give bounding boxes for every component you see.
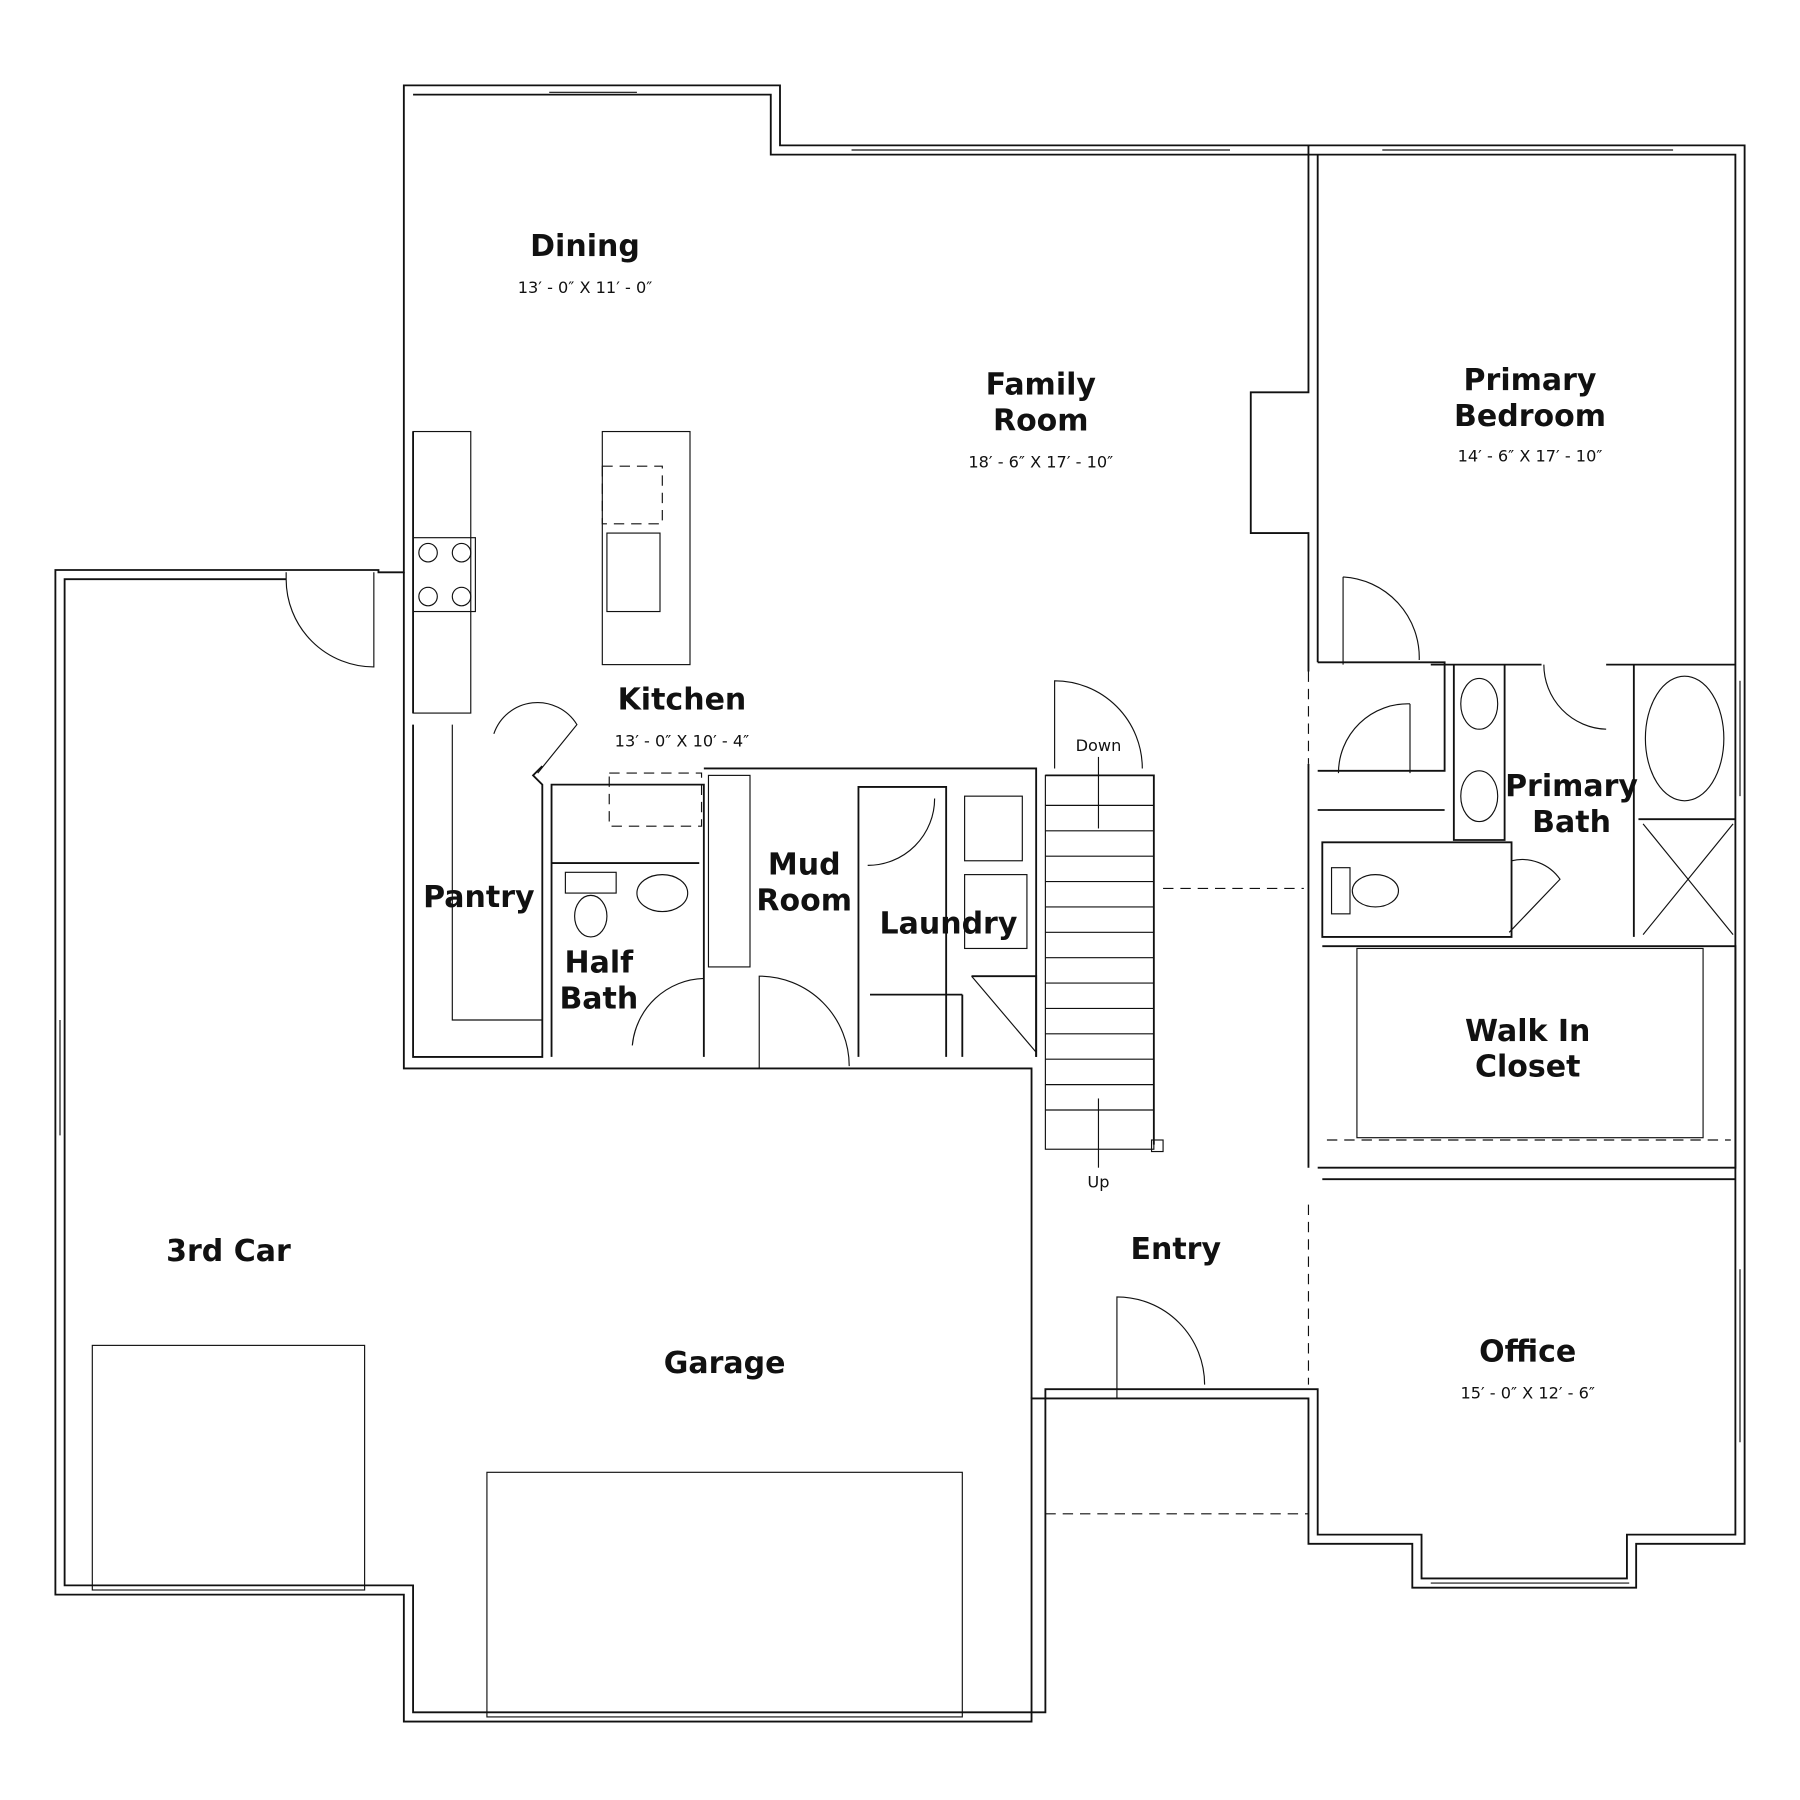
room-name-mud-room-1: Mud	[768, 848, 841, 883]
room-name-primary-bath-1: Primary	[1505, 769, 1638, 804]
room-name-garage: Garage	[664, 1346, 786, 1381]
room-name-walk-in-closet-2: Closet	[1475, 1050, 1580, 1085]
room-name-walk-in-closet-1: Walk In	[1465, 1014, 1590, 1049]
room-name-primary-bath-2: Bath	[1532, 805, 1611, 840]
room-name-family-1: Family	[986, 368, 1097, 403]
exterior-walls	[54, 84, 1746, 1723]
room-name-half-bath-2: Bath	[559, 981, 638, 1016]
room-name-primary-bedroom-2: Bedroom	[1454, 399, 1606, 434]
room-dims-primary-bedroom: 14′ - 6″ X 17′ - 10″	[1458, 447, 1603, 466]
stairs-up-label: Up	[1087, 1172, 1109, 1191]
room-name-kitchen: Kitchen	[618, 683, 747, 718]
room-name-entry: Entry	[1130, 1232, 1221, 1267]
room-name-half-bath-1: Half	[565, 946, 635, 981]
room-dims-kitchen: 13′ - 0″ X 10′ - 4″	[615, 732, 750, 751]
stairs-down-label: Down	[1076, 736, 1122, 755]
room-name-primary-bedroom-1: Primary	[1464, 363, 1597, 398]
room-name-family-2: Room	[993, 403, 1089, 438]
room-name-laundry: Laundry	[880, 906, 1018, 941]
room-name-dining: Dining	[530, 229, 640, 264]
room-labels: Dining 13′ - 0″ X 11′ - 0″ Family Room 1…	[166, 229, 1638, 1402]
room-dims-dining: 13′ - 0″ X 11′ - 0″	[518, 278, 653, 297]
room-name-office: Office	[1479, 1335, 1576, 1370]
room-name-pantry: Pantry	[423, 880, 535, 915]
room-name-mud-room-2: Room	[756, 883, 852, 918]
room-name-third-car: 3rd Car	[166, 1234, 291, 1269]
interior-walls	[91, 145, 1737, 1718]
room-dims-family: 18′ - 6″ X 17′ - 10″	[968, 452, 1113, 471]
stairs	[1044, 756, 1164, 1168]
room-dims-office: 15′ - 0″ X 12′ - 6″	[1460, 1383, 1595, 1402]
